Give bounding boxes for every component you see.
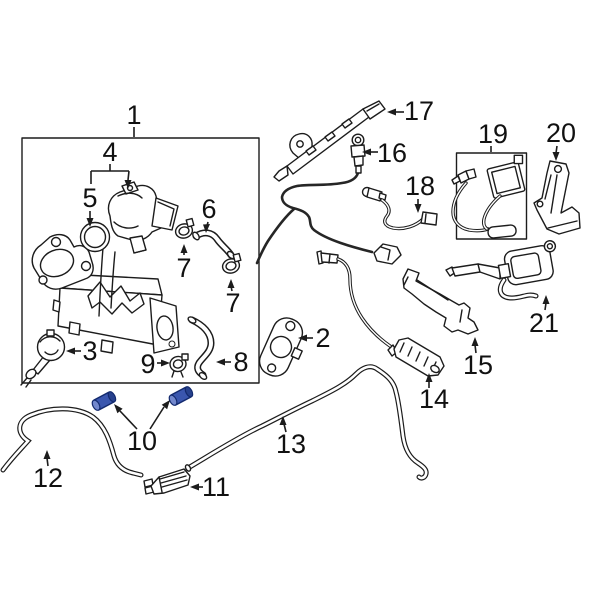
callout-17[interactable]: 17	[404, 96, 434, 126]
callout-arrow-15	[471, 337, 479, 354]
callout-arrow-10	[114, 400, 170, 430]
callout-10[interactable]: 10	[127, 426, 157, 456]
callout-14[interactable]: 14	[419, 384, 449, 414]
callout-arrow-13	[279, 416, 287, 433]
callout-arrow-6	[203, 221, 210, 233]
exhaust-temp-probe	[316, 250, 397, 352]
callout-arrow-14	[425, 373, 433, 388]
sensor-21	[445, 240, 557, 301]
callout-2[interactable]: 2	[315, 323, 330, 353]
inlet-flange	[31, 233, 116, 317]
clamp-9	[169, 353, 189, 378]
connector-11	[143, 468, 191, 495]
callout-3[interactable]: 3	[82, 336, 97, 366]
callouts: 1 2 3 4 5 6 7	[33, 96, 576, 502]
callout-7b[interactable]: 7	[225, 288, 240, 318]
seal-ring	[79, 221, 111, 253]
callout-arrow-16	[362, 148, 378, 156]
callout-8[interactable]: 8	[233, 347, 248, 377]
callout-19[interactable]: 19	[478, 119, 508, 149]
callout-arrow-2	[298, 334, 313, 342]
bracket-14	[387, 337, 445, 377]
callout-9[interactable]: 9	[140, 349, 155, 379]
bracket-17	[273, 100, 386, 182]
sensor-16	[350, 133, 366, 174]
callout-arrow-17	[387, 108, 404, 116]
callout-11[interactable]: 11	[202, 472, 230, 502]
callout-7a[interactable]: 7	[176, 253, 191, 283]
callout-arrow-7a	[180, 244, 188, 255]
sensor-18	[361, 186, 438, 231]
callout-20[interactable]: 20	[546, 118, 576, 148]
main-harness-wire	[255, 171, 402, 265]
callout-18[interactable]: 18	[405, 171, 435, 201]
bushing-10-right[interactable]	[168, 386, 195, 407]
hose-13	[184, 364, 429, 481]
bracket-20	[533, 160, 581, 235]
hose-6	[192, 229, 236, 260]
callout-15[interactable]: 15	[463, 350, 493, 380]
callout-4[interactable]: 4	[102, 137, 117, 167]
hose-8	[187, 316, 215, 381]
egr-cooler-body	[52, 273, 180, 354]
vacuum-actuator	[20, 329, 66, 388]
callout-arrow-7b	[227, 279, 235, 292]
callout-arrow-3	[66, 347, 81, 355]
bushing-10-left[interactable]	[91, 391, 118, 412]
callout-5[interactable]: 5	[82, 183, 97, 213]
callout-arrow-20	[552, 145, 560, 161]
callout-arrow-11	[190, 483, 203, 491]
callout-21[interactable]: 21	[529, 308, 559, 338]
sensor-kit-box-19	[451, 152, 528, 240]
hose-12	[0, 406, 144, 478]
callout-12[interactable]: 12	[33, 463, 63, 493]
clamp-7b	[221, 252, 242, 274]
callout-arrow-18	[414, 199, 422, 213]
callout-16[interactable]: 16	[377, 138, 407, 168]
clamp-7a	[174, 217, 195, 239]
callout-13[interactable]: 13	[276, 429, 306, 459]
callout-arrow-21	[542, 295, 550, 311]
callout-arrow-9	[157, 359, 170, 367]
callout-arrow-4	[90, 164, 132, 189]
egr-valve	[107, 181, 179, 254]
callout-arrow-5	[86, 211, 94, 227]
bracket-15	[402, 268, 479, 335]
callout-arrow-12	[43, 450, 51, 467]
callout-1[interactable]: 1	[126, 100, 141, 130]
gasket-2	[258, 317, 304, 377]
callout-arrow-8	[216, 358, 231, 366]
callout-6[interactable]: 6	[201, 194, 216, 224]
